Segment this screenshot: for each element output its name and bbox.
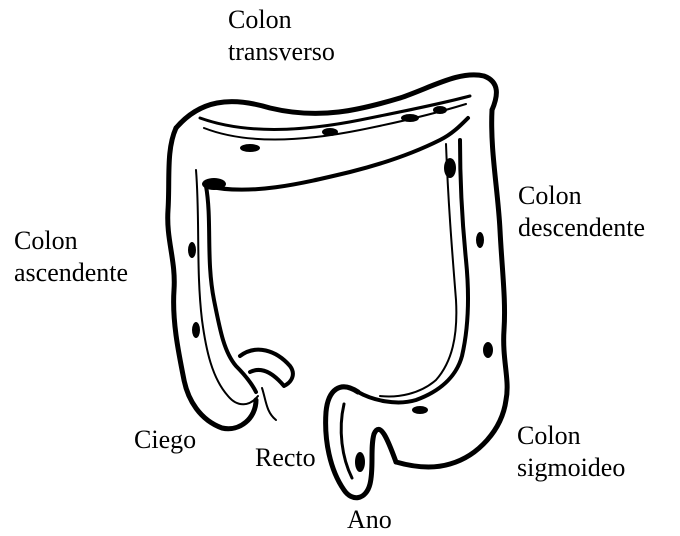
haustra-mark — [401, 114, 419, 122]
haustra-mark — [355, 452, 365, 472]
sigmoid-colon-outline — [326, 387, 396, 498]
haustra-mark — [444, 158, 456, 178]
label-ciego: Ciego — [134, 424, 196, 456]
rectum-inner — [341, 404, 352, 478]
haustra-mark — [188, 242, 196, 258]
label-line: Colon — [518, 180, 645, 212]
label-line: descendente — [518, 212, 645, 244]
label-line: sigmoideo — [517, 452, 625, 484]
label-colon-sigmoideo: Colon sigmoideo — [517, 420, 625, 484]
label-line: Colon — [517, 420, 625, 452]
label-line: Ano — [347, 504, 392, 536]
label-line: Colon — [14, 225, 128, 257]
label-colon-ascendente: Colon ascendente — [14, 225, 128, 289]
haustra-mark — [476, 232, 484, 248]
descending-colon-fold — [380, 144, 456, 396]
appendix-stalk — [262, 388, 276, 420]
haustra-mark — [483, 342, 493, 358]
ascending-colon-inner — [206, 186, 256, 392]
haustra-mark — [240, 144, 260, 152]
haustra-mark — [192, 322, 200, 338]
label-line: transverso — [228, 36, 335, 68]
ascending-colon-fold — [196, 170, 258, 404]
haustra-mark — [412, 406, 428, 414]
haustra-mark — [322, 128, 338, 136]
label-recto: Recto — [255, 442, 316, 474]
label-colon-descendente: Colon descendente — [518, 180, 645, 244]
label-line: Recto — [255, 442, 316, 474]
label-line: Colon — [228, 4, 335, 36]
label-line: Ciego — [134, 424, 196, 456]
label-colon-transverso: Colon transverso — [228, 4, 335, 68]
haustra-mark — [202, 178, 226, 190]
haustra-mark — [433, 106, 447, 114]
label-line: ascendente — [14, 257, 128, 289]
descending-colon-inner — [358, 140, 468, 402]
label-ano: Ano — [347, 504, 392, 536]
